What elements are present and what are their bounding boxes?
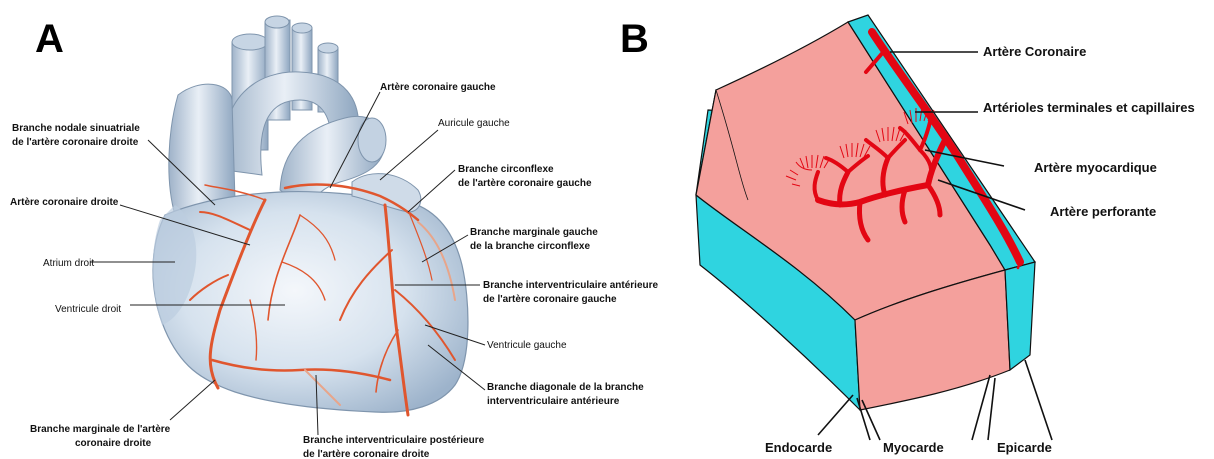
panel-b: B xyxy=(620,15,1195,455)
label-interventriculaire-ant-2: de l'artère coronaire gauche xyxy=(483,294,617,305)
label-circonflexe-2: de l'artère coronaire gauche xyxy=(458,178,592,189)
label-auricule-gauche: Auricule gauche xyxy=(438,118,510,129)
label-epicarde: Epicarde xyxy=(997,440,1052,455)
label-nodale-1: Branche nodale sinuatriale xyxy=(12,123,140,134)
label-marginale-droite-2: coronaire droite xyxy=(75,438,152,449)
panel-a-letter: A xyxy=(35,17,64,61)
label-diagonale-2: interventriculaire antérieure xyxy=(487,396,620,407)
label-diagonale-1: Branche diagonale de la branche xyxy=(487,382,644,393)
label-atrium-droit: Atrium droit xyxy=(43,258,94,269)
label-marginale-gauche-1: Branche marginale gauche xyxy=(470,227,598,238)
label-artere-coronaire: Artère Coronaire xyxy=(983,44,1086,59)
label-artere-myocardique: Artère myocardique xyxy=(1034,160,1157,175)
label-interventriculaire-ant-1: Branche interventriculaire antérieure xyxy=(483,280,659,291)
label-myocarde: Myocarde xyxy=(883,440,944,455)
label-marginale-droite-1: Branche marginale de l'artère xyxy=(30,424,171,435)
label-ventricule-gauche: Ventricule gauche xyxy=(487,340,567,351)
label-endocarde: Endocarde xyxy=(765,440,832,455)
label-marginale-gauche-2: de la branche circonflexe xyxy=(470,241,590,252)
epicardium-layer xyxy=(1005,262,1035,370)
label-interventriculaire-post-2: de l'artère coronaire droite xyxy=(303,449,430,459)
label-coronaire-droite: Artère coronaire droite xyxy=(10,197,119,208)
vessel-opening xyxy=(232,34,268,50)
panel-a: A xyxy=(10,16,659,459)
myocardial-wall-block xyxy=(696,15,1035,410)
panel-b-letter: B xyxy=(620,17,649,61)
label-coronaire-gauche: Artère coronaire gauche xyxy=(380,82,496,93)
label-arterioles: Artérioles terminales et capillaires xyxy=(983,100,1195,115)
label-artere-perforante: Artère perforante xyxy=(1050,204,1156,219)
label-nodale-2: de l'artère coronaire droite xyxy=(12,137,139,148)
label-interventriculaire-post-1: Branche interventriculaire postérieure xyxy=(303,435,485,446)
heart-illustration xyxy=(153,16,468,412)
label-ventricule-droit: Ventricule droit xyxy=(55,304,121,315)
label-circonflexe-1: Branche circonflexe xyxy=(458,164,554,175)
